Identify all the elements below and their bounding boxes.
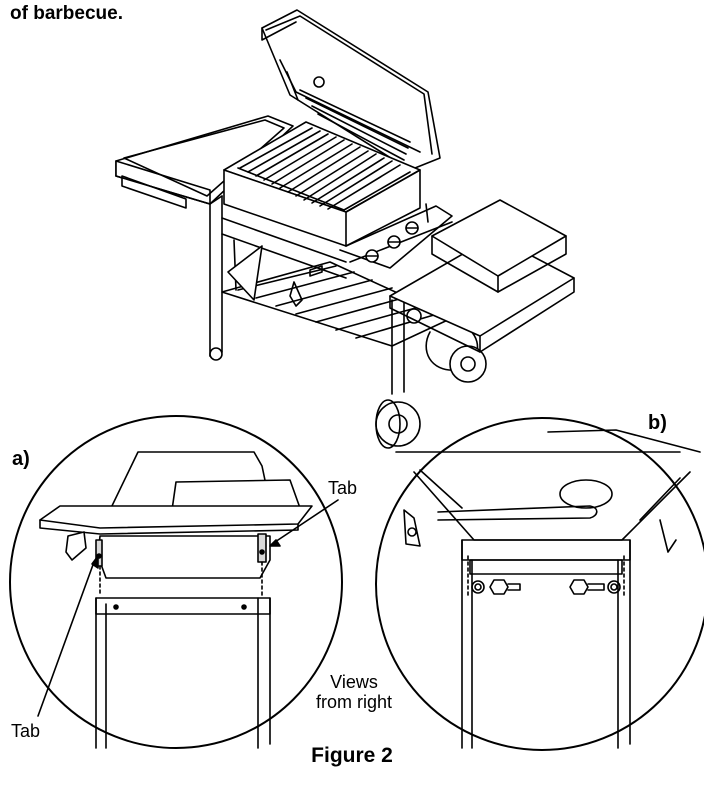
right-side-table — [389, 199, 575, 353]
tab-pointer-lower — [37, 561, 95, 717]
detail-view-a — [9, 415, 343, 749]
views-note: Views from right — [316, 672, 393, 713]
tab-label-upper: Tab — [328, 478, 358, 498]
view-b-label: b) — [648, 412, 667, 434]
grill-illustration — [115, 9, 575, 449]
grill-lid — [261, 9, 441, 171]
knob-icon — [365, 203, 429, 263]
figure-caption: Figure 2 — [311, 744, 393, 767]
tab-right-shape — [257, 533, 267, 563]
bolt-icon — [569, 579, 621, 595]
views-note-line1: Views — [330, 672, 378, 692]
view-a-label: a) — [12, 448, 30, 470]
detail-view-b — [375, 417, 704, 751]
cook-box — [223, 121, 421, 247]
heading-fragment: of barbecue. — [10, 3, 123, 24]
cart-frame — [209, 195, 487, 449]
tab-label-lower: Tab — [11, 721, 41, 741]
bolt-icon — [471, 579, 521, 595]
wheel-icon — [375, 399, 421, 449]
views-note-line2: from right — [316, 691, 393, 712]
tab-pointer-upper — [271, 499, 339, 545]
